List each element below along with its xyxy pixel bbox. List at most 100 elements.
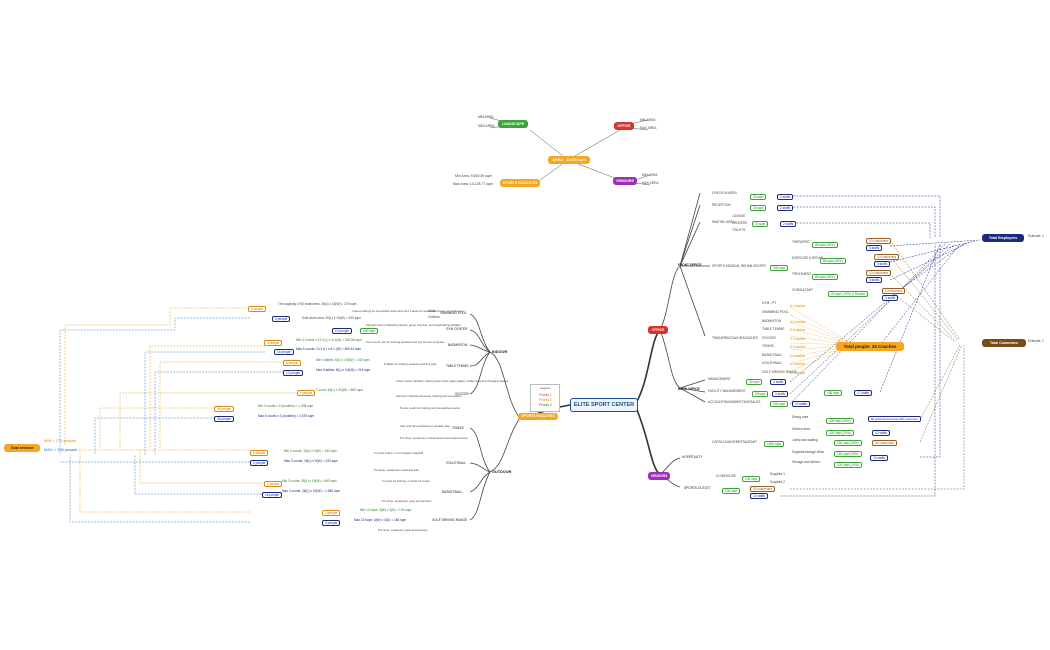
front-office-label[interactable]: FRONT OFFICE xyxy=(678,263,702,267)
bo-facility: FACILITY MANAGEMENT xyxy=(708,389,746,393)
people-tag: 36 people xyxy=(214,406,235,412)
fo-checkin: CHECK-IN AREA xyxy=(712,191,737,195)
rest-staff: 10 staffs xyxy=(870,455,888,461)
center-node[interactable]: ELITE SPORT CENTER xyxy=(570,398,638,412)
rehab-customers: 10 customers xyxy=(874,254,900,260)
rehab-size: 80 sqm (30%) xyxy=(812,242,838,248)
rest-size: 150 sqm (15%) xyxy=(834,451,862,457)
swim-row1: The capacity of 50 swimmers: 25(L) x 15(… xyxy=(278,302,357,306)
people-tag: 16 people xyxy=(262,492,283,498)
badminton-note: Four courts, two for training sessions a… xyxy=(366,340,445,344)
landscape-min: MIN AREA: xyxy=(478,115,495,119)
rehab-size: 20 sqm (10%) & Rooms xyxy=(828,291,868,297)
sports-facilities-node[interactable]: SPORTS FACILITIES xyxy=(518,413,558,420)
area-office-node[interactable]: OFFICE xyxy=(614,122,634,130)
total-coaches-node[interactable]: Total people: 26 Coaches xyxy=(836,342,904,351)
fo-size: 20 sqm xyxy=(752,221,769,227)
swim-note: 4 lanes training for competitive swimmer… xyxy=(352,309,464,313)
rest-customers: 80 active/present/seat 200 customers xyxy=(868,416,921,422)
rehab-treatment: TREATMENT xyxy=(792,272,812,276)
rehab-staff: 3 staffs xyxy=(874,261,891,267)
rest-size: 150 sqm (15%) xyxy=(834,440,862,446)
basket-row2: Max 4 courts: 28(L) x 15(W) = 1,680 sqm xyxy=(282,489,341,493)
trainer-golf: GOLF DRIVING RANGE xyxy=(762,370,798,374)
bo-size: 30 sqm xyxy=(746,379,763,385)
legend: Legend Priority 1 Priority 2 Priority 3 xyxy=(530,384,560,412)
sports-min-area: Min Area: 9,652.50 sqm xyxy=(455,174,492,178)
back-office-label[interactable]: BACK OFFICE xyxy=(678,387,700,391)
indoor-label[interactable]: INDOOR xyxy=(492,350,508,354)
area-center-node[interactable]: AREA : 22450 sqm xyxy=(548,156,590,164)
vendors-node[interactable]: VENDORS xyxy=(648,472,670,480)
fo-staff: 2 staffs xyxy=(777,205,794,211)
golf-row1: Min 10 bays: 4(W) x 3(D) = 120 sqm xyxy=(360,508,412,512)
rehab-staff: 3 staffs xyxy=(866,277,883,283)
tennis-row1: Min 3 courts x 2 (doubles) = 1,338 sqm xyxy=(258,404,314,408)
basket-row1: Min 2 courts: 28(L) x 15(W) = 840 sqm xyxy=(282,479,337,483)
total-revenue-node[interactable]: Total revenue xyxy=(4,444,40,452)
total-max: MAX = 336 people xyxy=(44,447,78,452)
rehab-exercise: EXERCISE & REHAB xyxy=(792,256,823,260)
people-tag: 6 people xyxy=(250,450,269,456)
bo-management: MANAGEMENT xyxy=(708,377,731,381)
trainer-swimming: SWIMMING POOL xyxy=(762,310,789,314)
indoor-badminton[interactable]: BADMINTON xyxy=(448,343,468,347)
fo-waiting: WAITING AREA xyxy=(712,220,735,224)
bo-staff: 3 staffs xyxy=(772,391,789,397)
hospitality-label[interactable]: HOSPITALITY xyxy=(682,455,703,459)
indoor-table-tennis[interactable]: TABLE TENNIS xyxy=(446,364,469,368)
indoor-swimming[interactable]: SWIMMING POOL xyxy=(440,311,467,315)
volley-note1: 2 courts indoor, 1 court beach volleybal… xyxy=(374,451,424,455)
tennis-note3: Pro shop, equipment, maintenance and ren… xyxy=(400,436,468,440)
soccer-row: 1 court: 40(L) x 20(W) = 800 sqm xyxy=(316,388,363,392)
volley-note2: Pro shop: equipment rental and sale xyxy=(374,468,419,472)
bo-total-size: 155 sqm xyxy=(824,390,843,396)
legend-priority-1: Priority 1 xyxy=(539,393,552,397)
people-tag: 3 people xyxy=(322,520,341,526)
outlet-label[interactable]: SPORTS OUTLET xyxy=(684,486,711,490)
people-tag: 10 people xyxy=(332,328,353,334)
total-employees-node[interactable]: Total Employees xyxy=(982,234,1024,242)
indoor-gym[interactable]: GYM CENTER xyxy=(446,327,468,331)
fo-staff: 2 staffs xyxy=(780,221,797,227)
rehab-therapist: THERAPIST xyxy=(792,240,810,244)
rehab-customers: 20 customers xyxy=(866,238,892,244)
legend-priority-3: Priority 3 xyxy=(539,403,552,407)
people-tag: 3 people xyxy=(264,481,283,487)
trainer-basketball: BASKETBALL xyxy=(762,353,783,357)
outdoor-volleyball[interactable]: VOLLEYBALL xyxy=(446,461,467,465)
office-node[interactable]: OFFICE xyxy=(648,326,668,334)
rest-storage: Storage and kitchen xyxy=(792,460,821,464)
basket-note2: Pro shop: equipment, gear and services xyxy=(382,499,432,503)
rehab-customers: 10 customers xyxy=(866,270,892,276)
area-vendors-node[interactable]: VENDORS xyxy=(613,177,637,185)
rest-kitchen: Kitchen area xyxy=(792,427,810,431)
trainers-label: TRAINERS/COACHES/GUIDES xyxy=(712,336,758,340)
rest-lobby: Lobby and waiting xyxy=(792,438,818,442)
clubhouse-label: CLUBHOUSE xyxy=(716,474,736,478)
outdoor-basketball[interactable]: BASKETBALL xyxy=(442,490,463,494)
coach-count: 3 Coaches xyxy=(790,320,806,324)
outlet-staff: 10 staffs xyxy=(750,493,768,499)
bo-staff: 10 staffs xyxy=(792,401,810,407)
office-min: MIN AREA: xyxy=(640,118,657,122)
restaurant-size: 1000 sqm xyxy=(764,441,784,447)
gym-note: Strength and conditioning, fitness, grou… xyxy=(366,323,461,327)
coach-count: 4 Coaches xyxy=(790,337,806,341)
area-landscape-node[interactable]: LANDSCAPE xyxy=(498,120,528,128)
outdoor-golf[interactable]: GOLF DRIVING RANGE xyxy=(432,518,468,522)
people-tag: 36 people xyxy=(214,416,235,422)
bo-accounting: ACCOUNTING/MARKETING/SALES xyxy=(708,400,761,404)
outlet-supplies-1: Supplies 1 xyxy=(770,472,785,476)
tt-note: 6 tables for training sessions and free … xyxy=(384,362,437,366)
outdoor-label[interactable]: OUTDOOR xyxy=(492,470,512,474)
fo-size: 15 sqm xyxy=(750,205,767,211)
vendors-max: MAX AREA: xyxy=(642,181,660,185)
rehab-customers: 5 customers xyxy=(882,288,906,294)
outdoor-tennis[interactable]: TENNIS xyxy=(452,426,464,430)
people-tag: 2 people xyxy=(322,510,341,516)
pool-children: Children xyxy=(428,315,440,319)
area-sports-node[interactable]: SPORTS FACILITIES xyxy=(500,179,540,187)
indoor-soccer[interactable]: SOCCER xyxy=(455,392,469,396)
total-customers-node[interactable]: Total Customers xyxy=(982,339,1026,347)
